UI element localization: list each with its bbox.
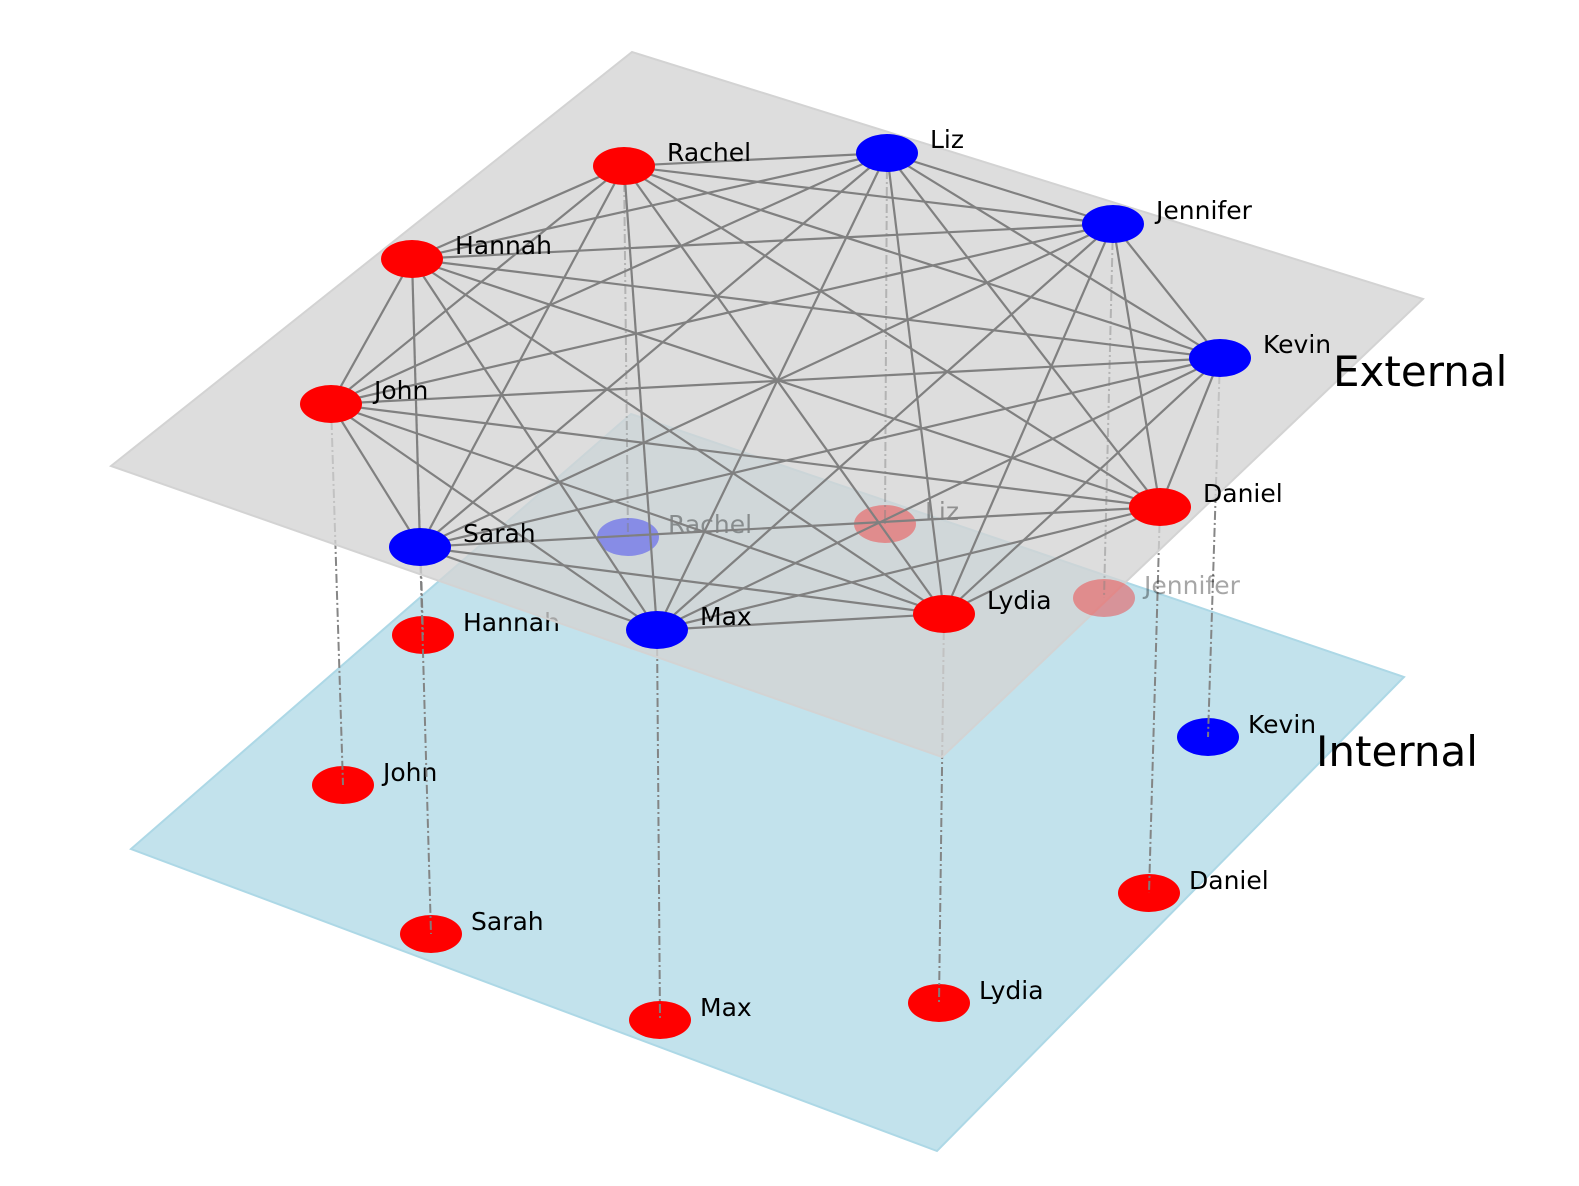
external-edge-john-lydia bbox=[330, 402, 945, 616]
internal-node-rachel bbox=[597, 518, 659, 556]
external-edge-daniel-sarah bbox=[419, 505, 1161, 549]
external-node-label-rachel: Rachel bbox=[667, 138, 751, 167]
external-edge-rachel-lydia bbox=[623, 165, 945, 615]
internal-node-label-john: John bbox=[381, 758, 437, 787]
external-edge-jennifer-daniel bbox=[1111, 223, 1162, 508]
external-edge-daniel-max bbox=[656, 505, 1161, 632]
external-edge-rachel-daniel bbox=[623, 165, 1161, 508]
external-edge-hannah-lydia bbox=[411, 258, 945, 615]
external-edge-john-liz bbox=[330, 151, 888, 406]
external-node-label-jennifer: Jennifer bbox=[1154, 196, 1253, 225]
external-edge-john-jennifer bbox=[330, 222, 1114, 406]
external-node-label-john: John bbox=[372, 376, 428, 405]
external-node-label-hannah: Hannah bbox=[455, 231, 552, 260]
internal-node-liz bbox=[854, 505, 916, 543]
external-edge-liz-sarah bbox=[419, 152, 888, 548]
external-edge-hannah-daniel bbox=[411, 257, 1161, 509]
internal-node-label-sarah: Sarah bbox=[471, 907, 544, 936]
external-node-label-liz: Liz bbox=[930, 125, 964, 154]
internal-node-label-daniel: Daniel bbox=[1189, 866, 1269, 895]
external-edge-liz-jennifer bbox=[886, 151, 1114, 226]
external-edge-jennifer-lydia bbox=[942, 223, 1115, 615]
interlayer-link-liz bbox=[884, 152, 888, 525]
external-edge-rachel-sarah bbox=[419, 165, 625, 548]
external-edge-kevin-sarah bbox=[419, 356, 1221, 549]
external-node-label-daniel: Daniel bbox=[1203, 479, 1283, 508]
external-edge-rachel-max bbox=[622, 165, 659, 631]
external-node-jennifer bbox=[1082, 205, 1144, 243]
external-edge-jennifer-max bbox=[656, 223, 1114, 631]
external-edge-hannah-liz bbox=[411, 151, 888, 261]
external-node-sarah bbox=[389, 528, 451, 566]
internal-node-label-jennifer: Jennifer bbox=[1142, 571, 1241, 600]
external-node-kevin bbox=[1189, 339, 1251, 377]
external-node-hannah bbox=[381, 240, 443, 278]
external-node-john bbox=[300, 385, 362, 423]
external-edge-rachel-jennifer bbox=[623, 164, 1114, 226]
internal-node-label-kevin: Kevin bbox=[1248, 710, 1316, 739]
external-node-lydia bbox=[913, 595, 975, 633]
external-edge-john-sarah bbox=[330, 403, 421, 548]
external-node-liz bbox=[856, 134, 918, 172]
external-node-daniel bbox=[1129, 488, 1191, 526]
external-edge-hannah-rachel bbox=[411, 164, 625, 261]
external-node-label-sarah: Sarah bbox=[463, 519, 536, 548]
internal-node-jennifer bbox=[1073, 579, 1135, 617]
interlayer-link-sarah bbox=[419, 546, 432, 935]
external-edge-jennifer-sarah bbox=[419, 223, 1114, 548]
external-edge-jennifer-kevin bbox=[1112, 223, 1221, 359]
external-edge-john-max bbox=[330, 403, 658, 631]
external-edge-john-rachel bbox=[330, 165, 625, 405]
external-edge-kevin-daniel bbox=[1158, 357, 1222, 508]
external-node-rachel bbox=[593, 147, 655, 185]
external-node-label-lydia: Lydia bbox=[987, 586, 1052, 615]
internal-layer-label: Internal bbox=[1316, 727, 1478, 776]
external-edge-kevin-max bbox=[656, 357, 1221, 631]
internal-node-label-lydia: Lydia bbox=[979, 976, 1044, 1005]
external-edge-liz-kevin bbox=[886, 152, 1221, 359]
external-node-max bbox=[626, 611, 688, 649]
external-edge-hannah-kevin bbox=[411, 257, 1221, 360]
external-edge-hannah-sarah bbox=[410, 258, 422, 548]
external-edge-lydia-max bbox=[656, 612, 945, 632]
interlayer-link-daniel bbox=[1148, 506, 1161, 894]
external-edge-hannah-max bbox=[411, 258, 658, 631]
external-edge-rachel-liz bbox=[623, 151, 888, 168]
external-edge-liz-lydia bbox=[885, 152, 946, 615]
external-edge-lydia-sarah bbox=[419, 545, 945, 616]
external-edge-max-sarah bbox=[419, 545, 658, 632]
internal-node-max bbox=[629, 1001, 691, 1039]
external-edge-liz-max bbox=[656, 152, 888, 631]
external-node-label-kevin: Kevin bbox=[1263, 330, 1331, 359]
interlayer-link-rachel bbox=[623, 165, 629, 538]
external-edge-rachel-kevin bbox=[623, 164, 1221, 360]
internal-node-label-max: Max bbox=[700, 993, 752, 1022]
interlayer-link-max bbox=[656, 629, 661, 1021]
internal-node-lydia bbox=[908, 984, 970, 1022]
external-edge-daniel-lydia bbox=[943, 506, 1161, 615]
external-edge-john-hannah bbox=[330, 258, 413, 405]
external-layer-label: External bbox=[1333, 347, 1507, 396]
external-edge-john-daniel bbox=[330, 402, 1161, 509]
external-node-label-max: Max bbox=[700, 602, 752, 631]
external-edge-hannah-jennifer bbox=[411, 222, 1114, 261]
external-edge-kevin-lydia bbox=[943, 357, 1221, 615]
external-edge-liz-daniel bbox=[886, 152, 1161, 508]
